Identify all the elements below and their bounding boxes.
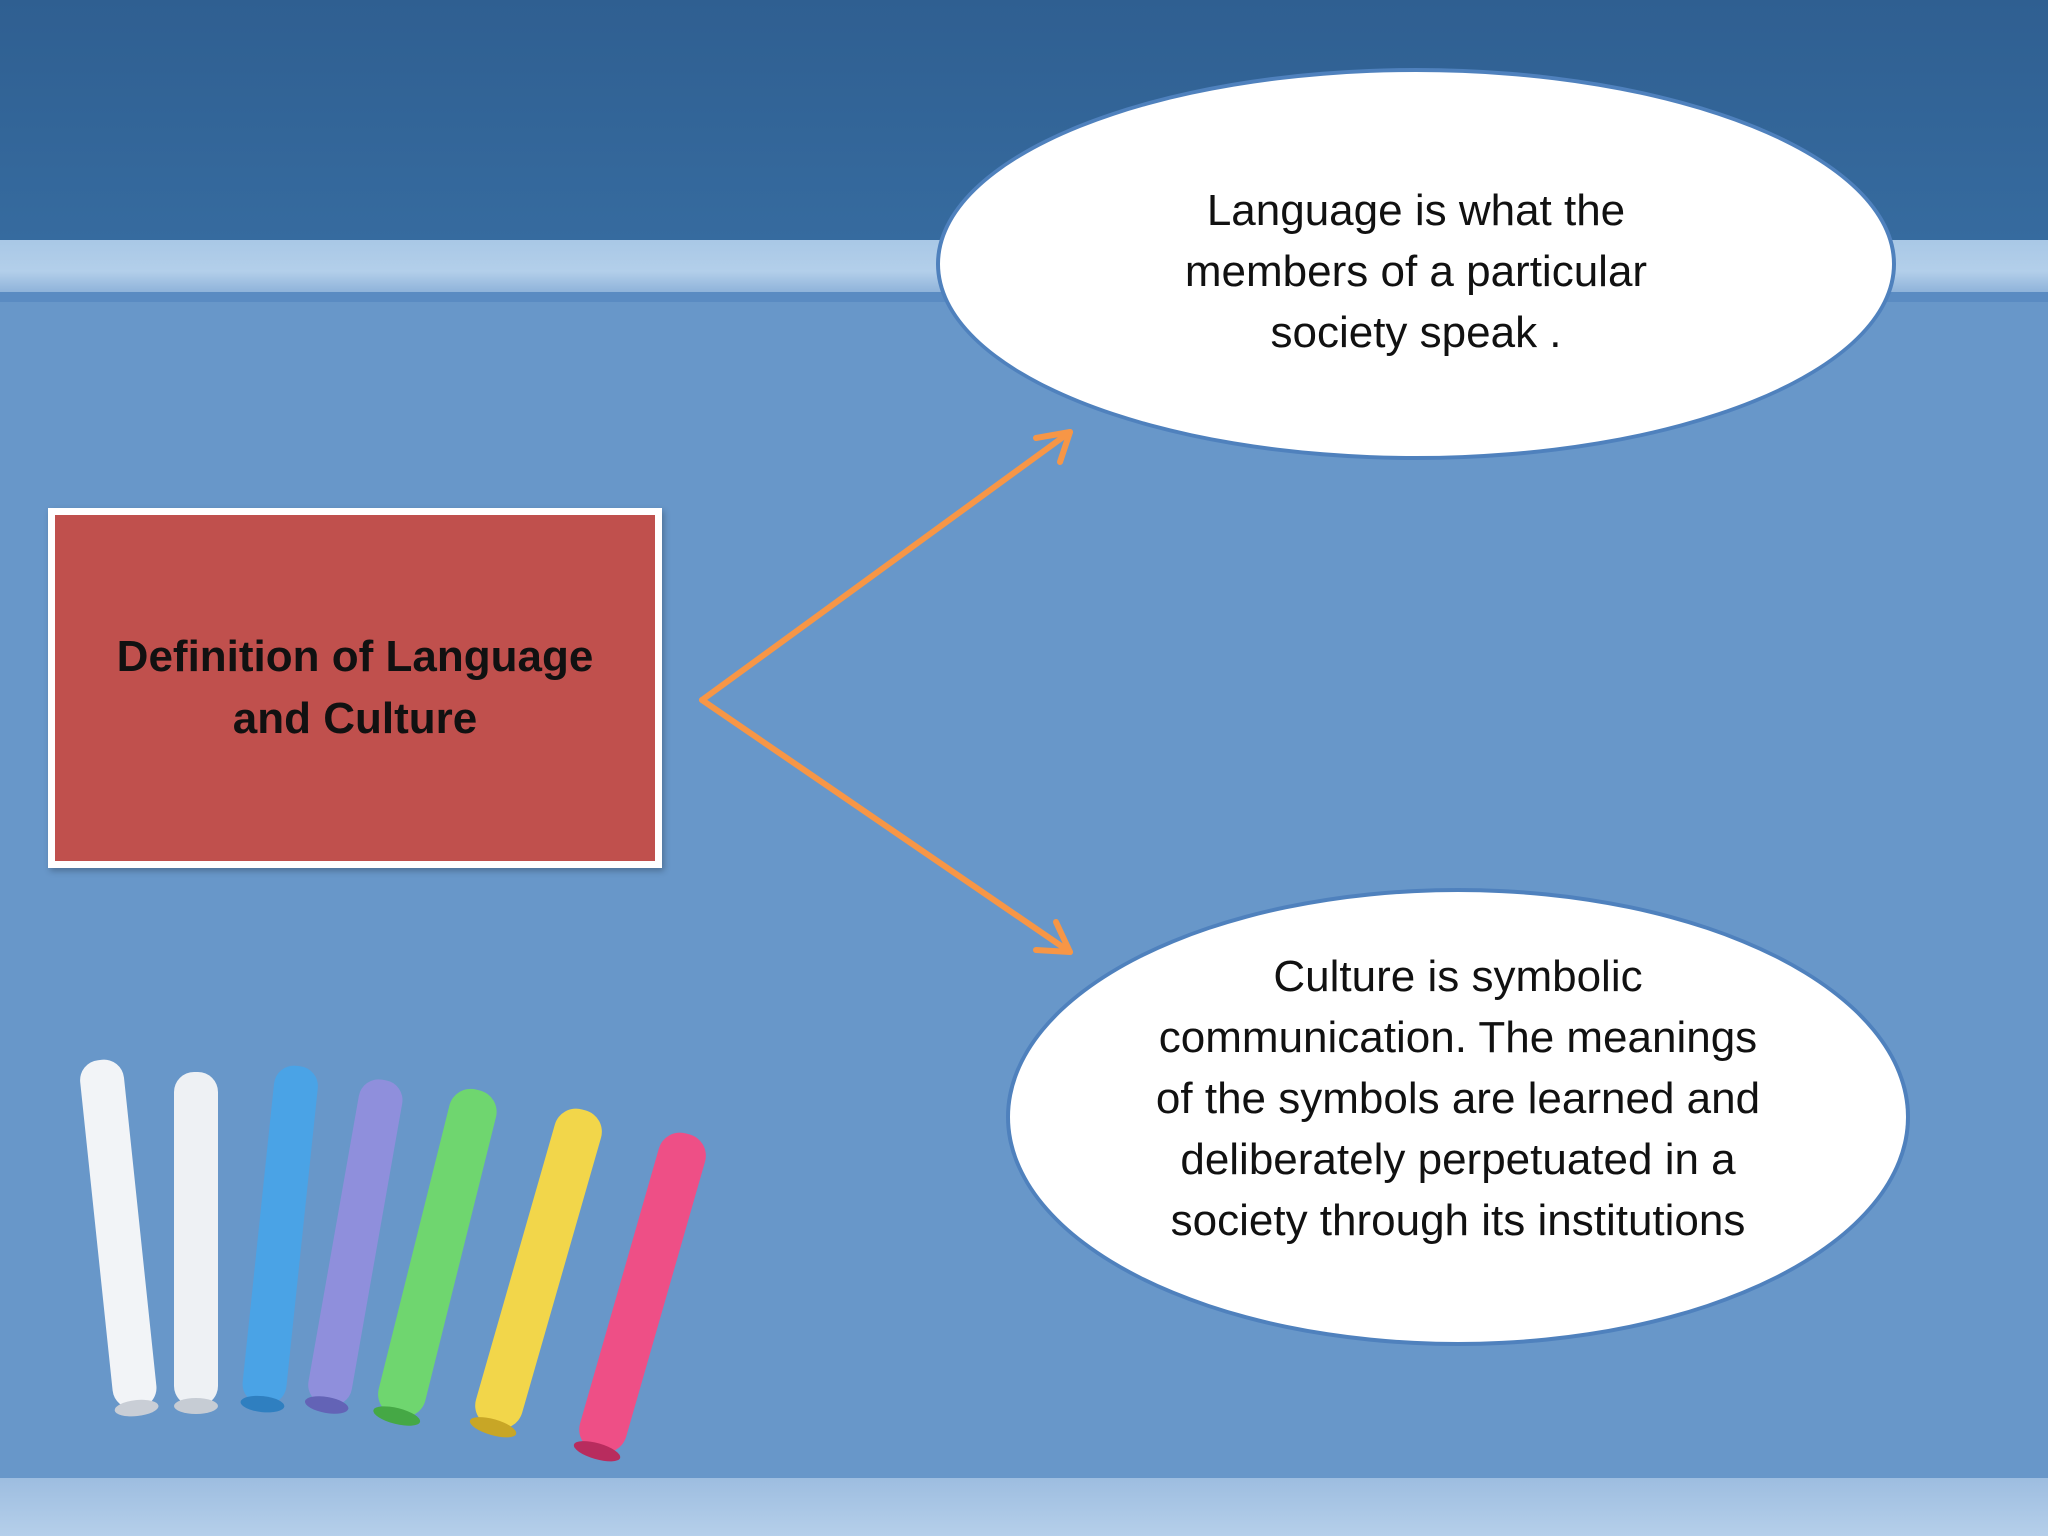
- chalk-blue: [240, 1065, 318, 1413]
- chalk-white-2: [174, 1072, 218, 1414]
- chalk-yellow: [469, 1108, 602, 1438]
- chalk-green: [373, 1088, 497, 1426]
- chalk-purple: [304, 1079, 403, 1414]
- definition-box-title: Definition of Language and Culture: [116, 632, 594, 743]
- language-definition-text: Language is what the members of a partic…: [1184, 186, 1648, 357]
- arrowhead-culture-icon: [1033, 919, 1073, 955]
- arrow-to-culture: [699, 697, 1073, 955]
- arrow-to-language: [699, 429, 1073, 703]
- language-definition-bubble: Language is what the members of a partic…: [936, 68, 1896, 460]
- definition-box: Definition of Language and Culture: [48, 508, 662, 868]
- culture-definition-text: Culture is symbolic communication. The m…: [1155, 952, 1761, 1245]
- footer-band: [0, 1478, 2048, 1536]
- chalk-white-1: [80, 1059, 159, 1417]
- culture-definition-bubble: Culture is symbolic communication. The m…: [1006, 888, 1910, 1346]
- arrowhead-language-icon: [1033, 429, 1073, 465]
- chalk-pink: [573, 1132, 706, 1462]
